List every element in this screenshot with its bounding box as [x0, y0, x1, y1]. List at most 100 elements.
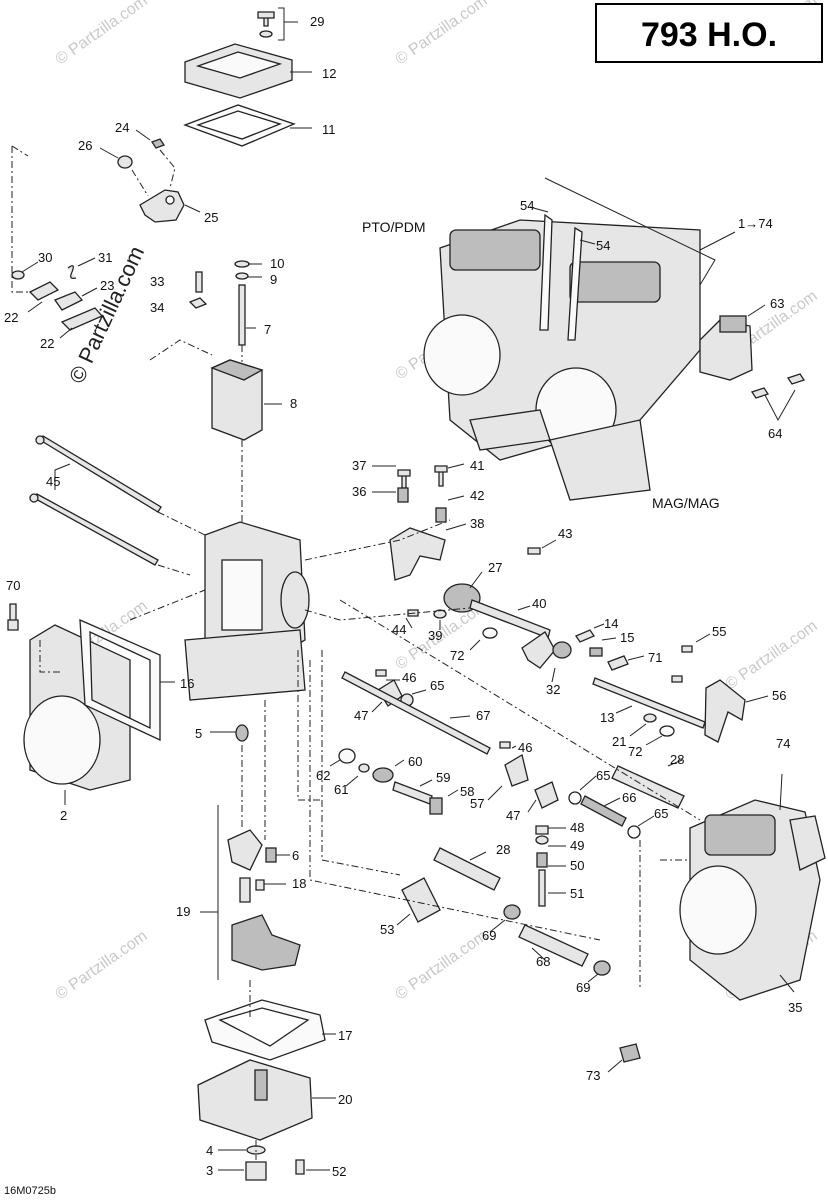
throttle-shaft-group — [433, 583, 572, 669]
leader-63 — [747, 304, 766, 317]
callout-73: 73 — [586, 1068, 600, 1083]
leader-22b — [59, 327, 73, 339]
callout-13: 13 — [600, 710, 614, 725]
callout-72b: 72 — [628, 744, 642, 759]
drain-part-3 — [245, 1161, 267, 1181]
intake-group — [7, 603, 161, 791]
bracket-29 — [278, 7, 285, 41]
dash-line — [157, 564, 191, 576]
callout-23: 23 — [100, 278, 114, 293]
leader-38 — [445, 523, 467, 531]
callout-14: 14 — [604, 616, 618, 631]
leader-65c — [637, 815, 655, 827]
leader-54b — [579, 239, 596, 245]
clamp-part-69a — [503, 904, 521, 920]
leader-69b — [587, 973, 599, 983]
callout-31: 31 — [98, 250, 112, 265]
leader-28b — [469, 851, 487, 861]
callout-22a: 22 — [4, 310, 18, 325]
screw-part-29 — [257, 11, 275, 27]
leader-25 — [184, 204, 201, 213]
leader-44 — [405, 617, 413, 629]
callout-19: 19 — [176, 904, 190, 919]
leader-41 — [447, 463, 465, 469]
spring-clip-31 — [67, 265, 77, 280]
callout-44: 44 — [392, 622, 406, 637]
dash-line — [321, 650, 401, 876]
adjuster-group — [575, 629, 629, 671]
carburetor-body-main — [184, 521, 310, 742]
callout-36: 36 — [352, 484, 366, 499]
leader-42 — [447, 495, 465, 501]
enricher-rod-group — [341, 669, 491, 755]
leader-40 — [517, 605, 531, 611]
body-flange — [280, 571, 310, 629]
leader-22a — [27, 301, 43, 313]
dash-line — [39, 640, 60, 673]
callout-63: 63 — [770, 296, 784, 311]
link-part-22b — [60, 307, 104, 331]
screw-part-55b — [671, 675, 683, 683]
callout-69a: 69 — [482, 928, 496, 943]
watermark-tile: © Partzilla.com — [393, 0, 491, 68]
nut-part-71 — [607, 655, 629, 671]
float-chamber — [184, 629, 306, 701]
dash-line — [297, 650, 320, 801]
gasket-part-11 — [183, 104, 296, 147]
bracket-group-38 — [389, 465, 541, 617]
leader-15 — [601, 637, 617, 641]
float-bowl-a — [469, 409, 551, 451]
callout-65b: 65 — [596, 768, 610, 783]
spring-part-36 — [397, 487, 409, 503]
dash-line — [11, 146, 30, 293]
tube-part-54b — [567, 226, 583, 341]
callout-34: 34 — [150, 300, 164, 315]
leader-60 — [394, 759, 405, 767]
leader-66 — [603, 797, 621, 807]
leader-73 — [607, 1059, 623, 1073]
leader-65b — [579, 775, 597, 791]
dash-line — [131, 169, 149, 197]
callout-28a: 28 — [670, 752, 684, 767]
top-housing-b — [569, 261, 661, 303]
callout-65a: 65 — [430, 678, 444, 693]
callout-49: 49 — [570, 838, 584, 853]
plunger-group — [338, 741, 529, 815]
callout-58: 58 — [460, 784, 474, 799]
tube-group — [401, 765, 685, 976]
gasket-part-16 — [79, 618, 161, 742]
screw-part-64b — [786, 373, 806, 385]
leader-69a — [489, 919, 506, 933]
plug-part-73 — [619, 1043, 641, 1063]
dash-line — [339, 599, 701, 821]
float-part — [231, 914, 301, 971]
callout-64: 64 — [768, 426, 782, 441]
screw-part-18 — [255, 879, 265, 891]
callout-46b: 46 — [518, 740, 532, 755]
screw-part-33 — [195, 271, 203, 293]
leader-54a — [529, 206, 549, 213]
callout-50: 50 — [570, 858, 584, 873]
callout-4: 4 — [206, 1143, 213, 1158]
lever-part-40 — [521, 631, 556, 669]
washer-part-72b — [659, 725, 675, 737]
leader-57 — [487, 785, 503, 801]
dash-line — [11, 145, 29, 157]
clip-part-34 — [188, 297, 208, 309]
callout-5: 5 — [195, 726, 202, 741]
callout-43: 43 — [558, 526, 572, 541]
screw-part-43 — [527, 547, 541, 555]
throttle-lever-group — [117, 138, 185, 223]
callout-67: 67 — [476, 708, 490, 723]
dash-line — [304, 607, 471, 621]
intake-throat — [23, 695, 101, 785]
leader-23 — [81, 287, 98, 297]
callout-40: 40 — [532, 596, 546, 611]
screw-part-37 — [397, 469, 411, 489]
leader-24 — [135, 129, 151, 141]
callout-11: 11 — [322, 122, 336, 137]
leader-58 — [447, 789, 459, 797]
clip-part-21 — [643, 713, 657, 723]
dash-line — [157, 511, 206, 536]
tube-part-28b — [433, 847, 501, 891]
